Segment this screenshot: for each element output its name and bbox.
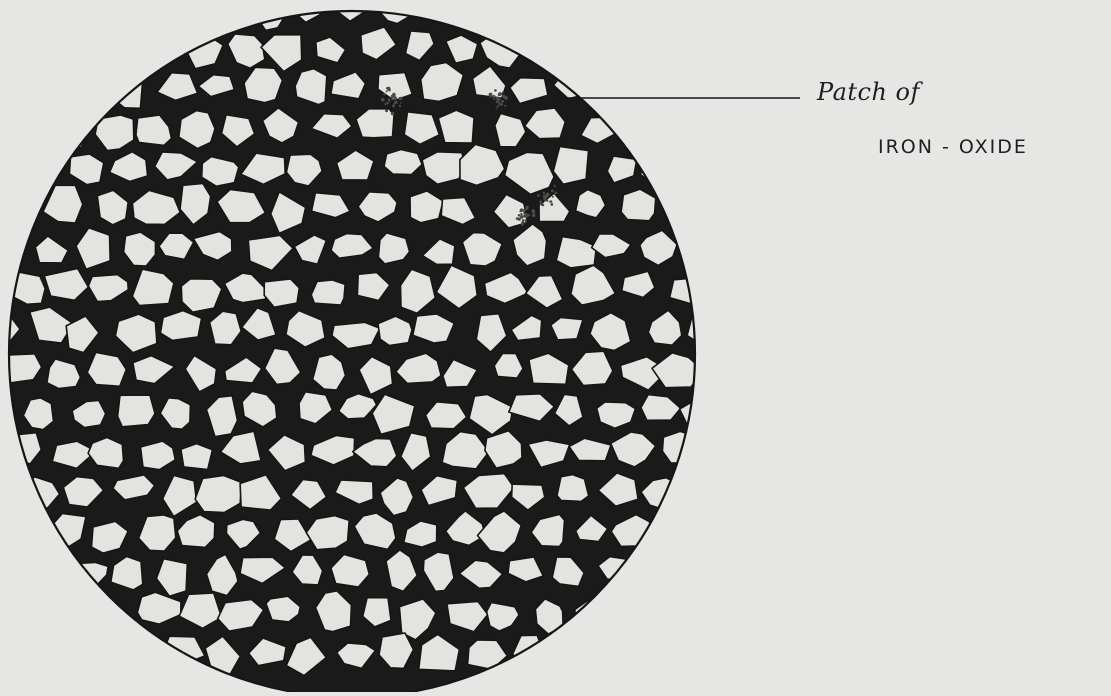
grain [702, 273, 750, 304]
oxide-speck [543, 197, 546, 200]
oxide-speck [554, 185, 556, 187]
oxide-speck [549, 201, 551, 203]
oxide-speck [520, 208, 524, 212]
grain [524, 27, 564, 65]
oxide-speck [551, 190, 554, 193]
oxide-speck [525, 219, 527, 221]
grain [198, 0, 232, 22]
grain [3, 189, 38, 230]
oxide-speck [555, 192, 558, 195]
oxide-speck [521, 223, 524, 226]
oxide-speck [393, 95, 396, 98]
grain [684, 234, 724, 262]
oxide-speck [387, 102, 389, 104]
grain [438, 110, 474, 143]
grain [27, 560, 63, 588]
oxide-speck [391, 112, 395, 116]
oxide-speck [385, 109, 388, 112]
oxide-speck [399, 97, 403, 101]
grain [118, 395, 155, 427]
grain [0, 351, 1, 383]
oxide-speck [498, 94, 501, 97]
oxide-speck [543, 192, 546, 195]
oxide-speck [386, 90, 388, 92]
oxide-speck [496, 106, 498, 108]
oxide-speck [532, 214, 535, 217]
oxide-speck [384, 103, 386, 105]
grain [0, 230, 10, 264]
oxide-speck [391, 98, 393, 100]
grain [670, 195, 704, 223]
oxide-speck [533, 212, 535, 214]
grain [619, 117, 655, 143]
annotation-label-line2: IRON - OXIDE [878, 136, 1028, 158]
oxide-speck [489, 94, 491, 96]
oxide-speck [392, 105, 395, 108]
oxide-speck [383, 93, 385, 95]
grain [384, 150, 422, 175]
grain [70, 73, 102, 99]
oxide-speck [504, 105, 506, 107]
oxide-speck [518, 214, 521, 217]
grain [23, 151, 53, 182]
grain [553, 146, 588, 184]
grain [551, 317, 583, 340]
grain [311, 280, 345, 305]
oxide-speck [499, 98, 501, 100]
oxide-speck [546, 200, 548, 202]
grain [195, 476, 241, 513]
oxide-speck [502, 92, 504, 94]
oxide-speck [552, 196, 554, 198]
oxide-speck [516, 217, 519, 220]
oxide-speck [537, 194, 540, 197]
oxide-speck [498, 103, 501, 106]
oxide-speck [541, 204, 544, 207]
grain [10, 507, 44, 550]
oxide-speck [522, 219, 525, 222]
oxide-speck [400, 102, 402, 104]
grain [707, 344, 742, 383]
grain [0, 474, 30, 501]
grain [140, 33, 171, 61]
grain [680, 477, 728, 506]
oxide-speck [493, 98, 495, 100]
oxide-speck [502, 95, 505, 98]
oxide-speck [539, 201, 541, 203]
annotation-label-line1: Patch of [817, 78, 920, 106]
grain [665, 515, 700, 542]
grain [468, 0, 509, 21]
grain [428, 0, 459, 19]
grain [641, 558, 668, 586]
oxide-speck [545, 194, 549, 198]
grain [181, 444, 213, 470]
oxide-speck [496, 97, 499, 100]
oxide-speck [544, 200, 546, 202]
oxide-speck [399, 105, 401, 107]
oxide-speck [524, 213, 527, 216]
oxide-speck [492, 95, 495, 98]
grain [107, 72, 143, 109]
oxide-speck [523, 209, 526, 212]
oxide-speck [520, 213, 522, 215]
grain [559, 641, 591, 674]
oxide-speck [494, 89, 497, 92]
grain [557, 475, 589, 502]
grain [592, 73, 633, 107]
oxide-speck [501, 100, 504, 103]
oxide-speck [550, 203, 553, 206]
oxide-speck [381, 98, 385, 102]
grain [118, 635, 150, 677]
oxide-speck [389, 101, 391, 103]
oxide-speck [388, 88, 391, 91]
oxide-speck [525, 208, 527, 210]
oxide-speck [495, 108, 497, 110]
